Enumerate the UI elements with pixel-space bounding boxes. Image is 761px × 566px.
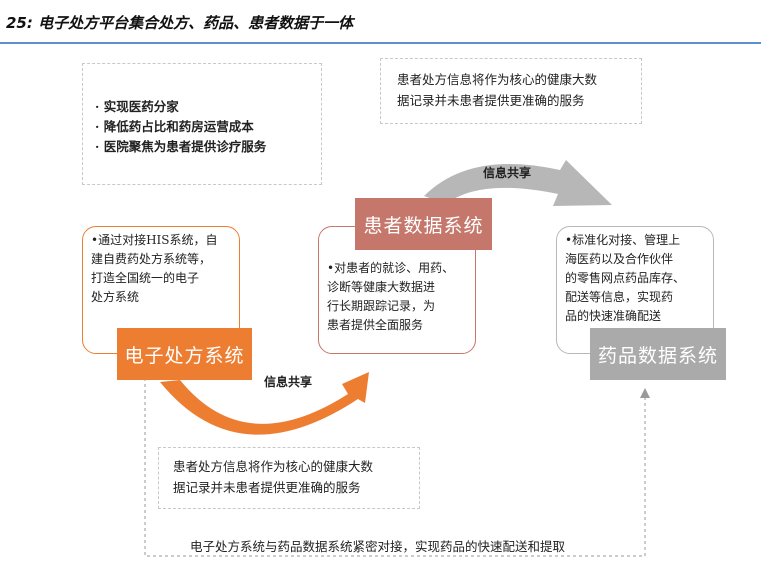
drug-data-system-block: 药品数据系统 — [590, 328, 726, 380]
card-line: 患者提供全面服务 — [327, 318, 424, 332]
card-line: 海医药以及合作伙伴 — [565, 252, 674, 266]
gray-curved-arrow — [424, 160, 612, 206]
bottom-note-line: 据记录并未患者提供更准确的服务 — [173, 480, 361, 495]
footer-note: 电子处方系统与药品数据系统紧密对接，实现药品的快速配送和提取 — [190, 539, 566, 554]
patient-data-system-block: 患者数据系统 — [355, 198, 492, 250]
goals-box: · 实现医药分家 · 降低药占比和药房运营成本 · 医院聚焦为患者提供诊疗服务 — [82, 63, 322, 185]
card-line: •对患者的就诊、用药、 — [327, 261, 455, 275]
card-line: 诊断等健康大数据进 — [327, 280, 436, 294]
card-line: •通过对接HIS系统，自 — [91, 233, 218, 247]
goal-item: · 实现医药分家 — [95, 99, 179, 114]
figure-title-text: 25: 电子处方平台集合处方、药品、患者数据于一体 — [6, 14, 354, 32]
card-line: 配送等信息，实现药 — [565, 290, 674, 304]
dashed-connector — [144, 378, 646, 557]
bottom-note-line: 患者处方信息将作为核心的健康大数 — [173, 459, 374, 474]
top-note-line: 据记录并未患者提供更准确的服务 — [397, 93, 585, 108]
share-label-top: 信息共享 — [483, 166, 532, 180]
top-note-box: 患者处方信息将作为核心的健康大数 据记录并未患者提供更准确的服务 — [380, 58, 642, 124]
card-line: 建自费药处方系统等， — [91, 252, 212, 266]
connector-arrowhead — [640, 388, 650, 398]
card-line: •标准化对接、管理上 — [565, 233, 681, 247]
figure-title: 25: 电子处方平台集合处方、药品、患者数据于一体 — [0, 0, 761, 44]
bottom-note-box: 患者处方信息将作为核心的健康大数 据记录并未患者提供更准确的服务 — [158, 447, 420, 509]
share-label-bottom: 信息共享 — [264, 375, 313, 389]
eprescription-system-block: 电子处方系统 — [117, 328, 252, 380]
card-line: 的零售网点药品库存、 — [565, 271, 686, 285]
eprescription-card: •通过对接HIS系统，自 建自费药处方系统等， 打造全国统一的电子 处方系统 — [82, 226, 240, 354]
card-line: 品的快速准确配送 — [565, 309, 662, 323]
card-line: 处方系统 — [91, 290, 140, 304]
top-note-line: 患者处方信息将作为核心的健康大数 — [397, 72, 598, 87]
orange-curved-arrow — [160, 372, 369, 435]
goal-item: · 降低药占比和药房运营成本 — [95, 119, 254, 134]
goal-item: · 医院聚焦为患者提供诊疗服务 — [95, 139, 267, 154]
card-line: 打造全国统一的电子 — [91, 271, 200, 285]
card-line: 行长期跟踪记录，为 — [327, 299, 436, 313]
